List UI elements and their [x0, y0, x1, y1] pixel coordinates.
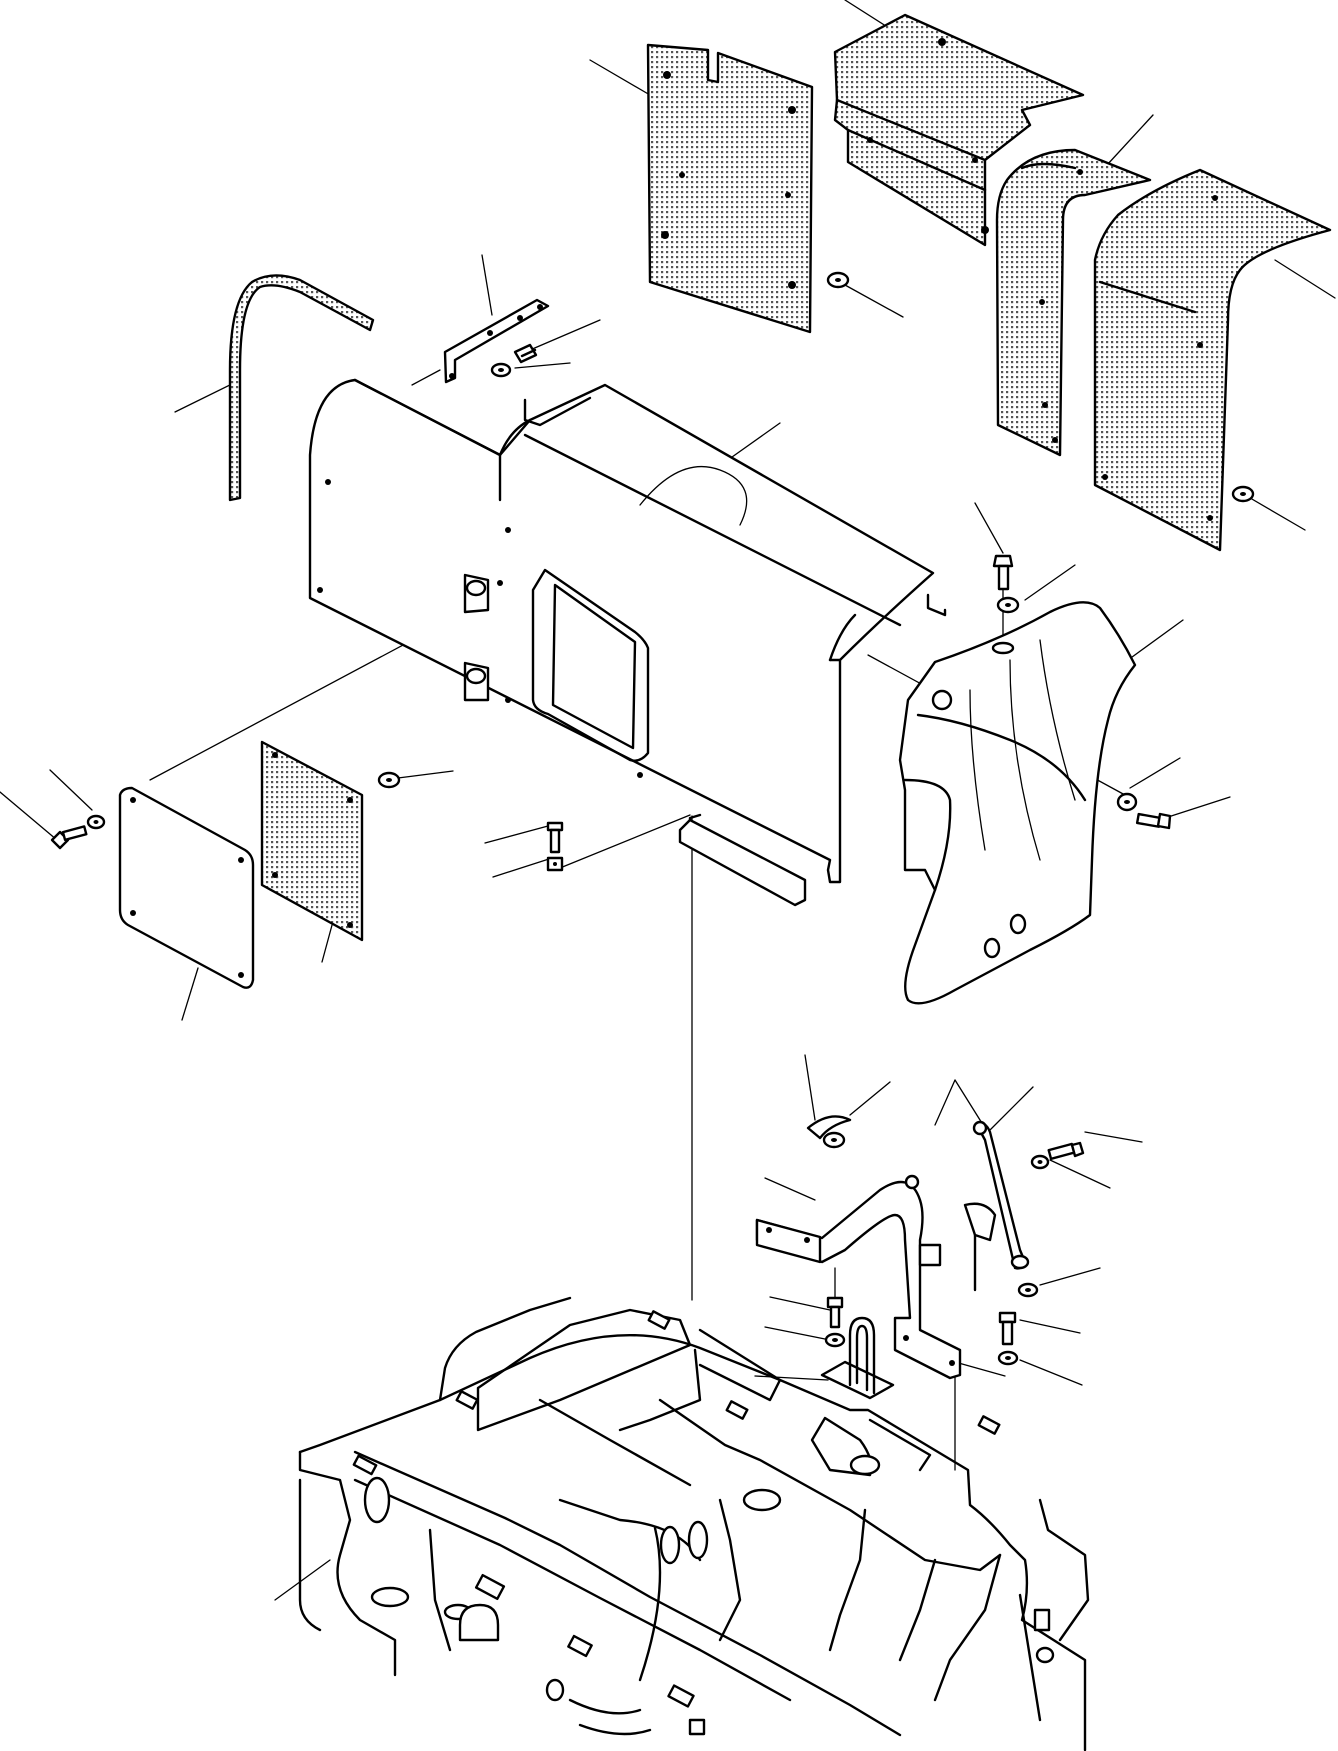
- cover-insulation-mat: [260, 740, 364, 942]
- insulation-mat-curved-mid: [995, 148, 1152, 457]
- upper-frame: [298, 1296, 1090, 1751]
- washer-e: [86, 814, 106, 830]
- engine-hood-cover: [308, 378, 947, 907]
- snap-pin: [806, 1115, 852, 1140]
- bolt-d: [992, 554, 1014, 591]
- hood-support-stand: [755, 1174, 962, 1380]
- hood-hinge-bracket: [443, 298, 550, 384]
- bolt-b: [546, 821, 564, 854]
- washer-a: [826, 271, 850, 289]
- bolt-h: [826, 1296, 844, 1329]
- fan-shroud: [898, 601, 1137, 1005]
- washer-f: [996, 596, 1020, 614]
- bolt-e: [1135, 812, 1172, 830]
- washer-d: [377, 771, 401, 789]
- rubber-seal-strip: [228, 274, 375, 502]
- washer-j: [997, 1350, 1019, 1366]
- nut-b: [1017, 1282, 1039, 1298]
- nut-a: [546, 856, 564, 872]
- washer-g: [1116, 792, 1138, 812]
- insulation-mat-top: [833, 13, 1085, 247]
- insulation-mat-curved-right: [1093, 168, 1332, 552]
- washer-c: [490, 362, 512, 378]
- side-cover-plate: [118, 786, 255, 989]
- lifting-eye-bracket: [820, 1316, 895, 1400]
- washer-b: [1231, 485, 1255, 503]
- insulation-mat-left: [646, 43, 814, 334]
- bolt-c: [50, 825, 88, 850]
- stay-rod: [972, 1120, 1030, 1270]
- washer-h: [822, 1131, 846, 1149]
- washer-k: [824, 1332, 846, 1348]
- stay-clip: [963, 1202, 997, 1292]
- bolt-f: [1047, 1141, 1085, 1161]
- bolt-a: [513, 343, 538, 364]
- washer-i: [1030, 1154, 1050, 1170]
- bolt-g: [998, 1311, 1017, 1346]
